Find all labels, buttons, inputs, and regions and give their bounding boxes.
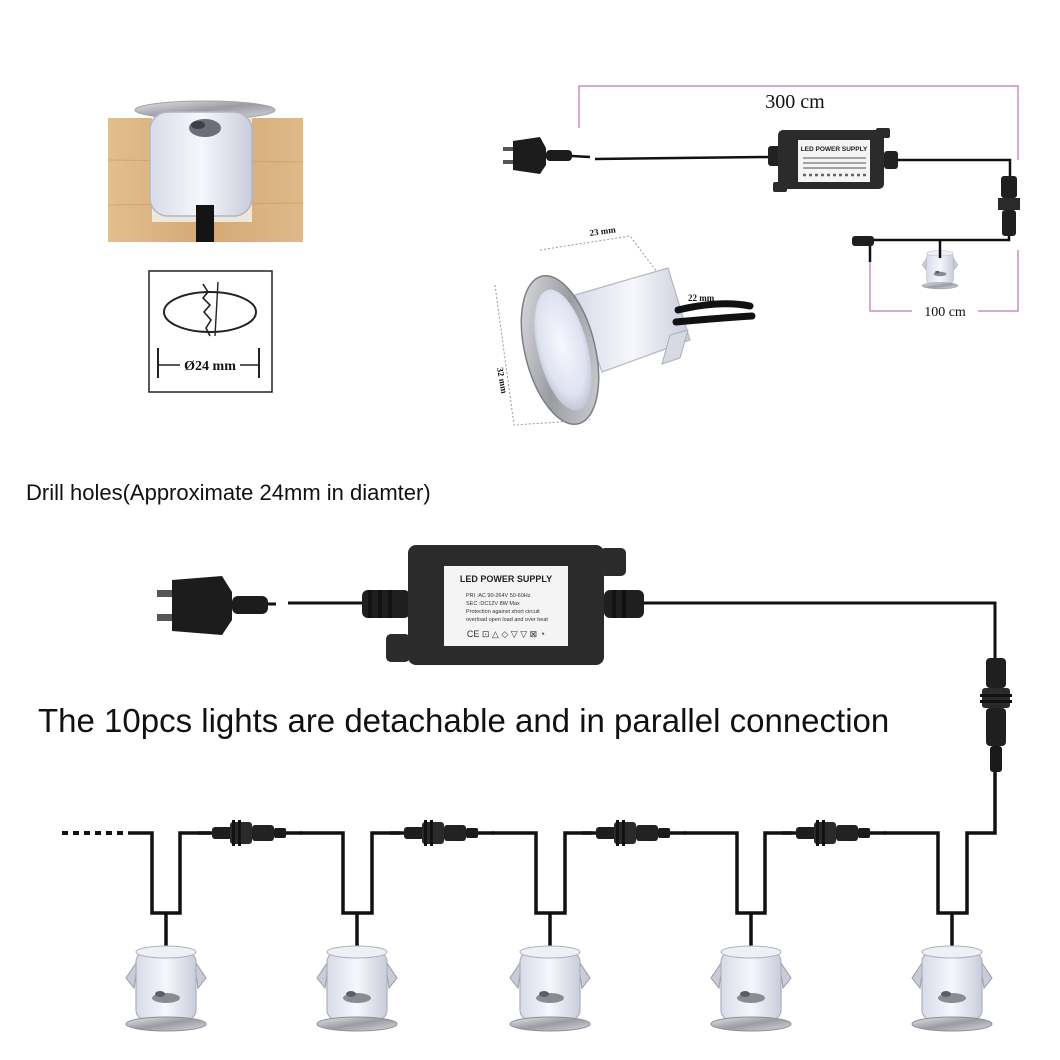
- plug-icon-large: [157, 576, 276, 635]
- small-adapter-title: LED POWER SUPPLY: [801, 146, 868, 153]
- light-diameter-label: 23 mm: [589, 224, 617, 238]
- light-fixture-4: [710, 945, 792, 1032]
- power-adapter-small: LED POWER SUPPLY: [768, 128, 898, 192]
- parallel-connection-diagram: LED POWER SUPPLY PRI :AC 90-264V 50-60Hz…: [62, 545, 1012, 1032]
- adapter-title: LED POWER SUPPLY: [460, 574, 552, 584]
- adapter-line-2: SEC :DC12V 8W Max: [466, 601, 520, 607]
- light-fixture-1: [125, 945, 207, 1032]
- inline-connector-4: [796, 820, 870, 846]
- certification-symbols: CE ⊡ △ ◇ ▽ ▽ ⊠ ◔: [467, 629, 545, 639]
- main-cable-length-label: 300 cm: [765, 91, 825, 113]
- power-adapter-large: LED POWER SUPPLY PRI :AC 90-264V 50-60Hz…: [362, 545, 644, 665]
- drill-holes-caption: Drill holes(Approximate 24mm in diamter): [26, 480, 431, 505]
- inline-connector-1: [212, 820, 286, 846]
- plug-icon: [503, 137, 572, 174]
- light-height-label: 32 mm: [495, 367, 509, 395]
- light-fixture-5: [911, 945, 993, 1032]
- installed-light-photo: [107, 100, 304, 242]
- adapter-line-3: Protection against short circuit: [466, 609, 540, 615]
- light-fixture-2: [316, 945, 398, 1032]
- inline-connector-3: [596, 820, 670, 846]
- light-dimension-drawing: 23 mm 22 mm 32 mm: [494, 224, 756, 426]
- parallel-connection-caption: The 10pcs lights are detachable and in p…: [38, 702, 890, 739]
- light-depth-label: 22 mm: [688, 293, 715, 303]
- cable-connector-top: [998, 176, 1020, 236]
- adapter-line-1: PRI :AC 90-264V 50-60Hz: [466, 593, 531, 599]
- cable-connector-vertical: [980, 658, 1012, 772]
- adapter-line-4: overload open load and over heat: [466, 617, 548, 623]
- hole-diameter-label: Ø24 mm: [184, 359, 236, 374]
- light-fixture-3: [509, 945, 591, 1032]
- wiring-overview: 300 cm LED POWER SUPPLY: [503, 85, 1020, 320]
- drill-hole-diagram: Ø24 mm: [148, 270, 273, 393]
- light-cable-length-label: 100 cm: [924, 305, 966, 320]
- inline-connector-2: [404, 820, 478, 846]
